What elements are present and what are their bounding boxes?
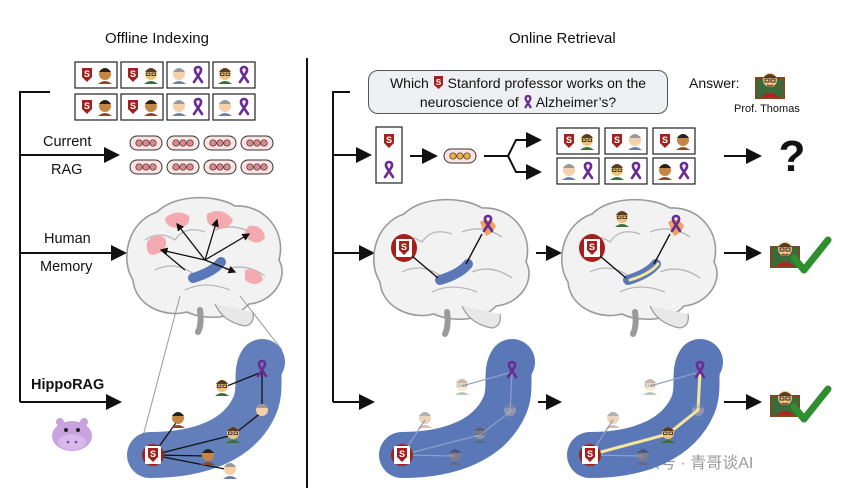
retrieved-passages xyxy=(556,127,696,185)
query-text-professor: Stanford professor works on the xyxy=(447,75,647,91)
answer-label: Answer: xyxy=(689,75,740,91)
right-flow-lines xyxy=(332,91,375,410)
stanford-logo-icon xyxy=(145,446,161,464)
question-mark-icon: ? xyxy=(779,132,806,181)
current-label: Current xyxy=(43,134,92,150)
rag-label: RAG xyxy=(51,162,83,178)
hipporag-label: HippoRAG xyxy=(31,377,105,393)
left-flow-lines xyxy=(19,91,127,410)
checkmark-icon xyxy=(790,236,832,274)
hippocampal-index xyxy=(567,339,723,478)
person-icon xyxy=(214,379,230,397)
memory-label: Memory xyxy=(40,259,93,275)
online-retrieval-title: Online Retrieval xyxy=(509,30,616,47)
query-text-neuro: neuroscience of xyxy=(419,94,519,110)
query-text-alzheimers: Alzheimer’s? xyxy=(535,94,617,110)
hippocampal-index xyxy=(379,339,535,478)
stanford-logo-icon xyxy=(79,66,95,84)
brain-icon xyxy=(374,200,529,334)
query-text-which: Which xyxy=(389,75,429,91)
person-icon xyxy=(171,412,185,428)
embedding-row xyxy=(129,135,274,151)
human-label: Human xyxy=(44,231,91,247)
query-box: Which S Stanford professor works on the … xyxy=(368,70,668,114)
embedding-vectors xyxy=(129,135,274,175)
brain-icon xyxy=(127,198,282,332)
section-divider xyxy=(306,58,308,488)
person-icon xyxy=(223,463,237,479)
zoom-line xyxy=(239,295,283,351)
answer-name: Prof. Thomas xyxy=(734,103,800,115)
brain-icon xyxy=(562,200,717,334)
hippo-mascot-icon xyxy=(52,418,92,451)
stanford-logo-icon xyxy=(79,98,95,116)
svg-text:S: S xyxy=(436,78,442,87)
stanford-logo-icon xyxy=(125,66,141,84)
stanford-logo-icon xyxy=(125,98,141,116)
embedding-row xyxy=(129,159,274,175)
stanford-logo-icon xyxy=(381,132,397,150)
checkmark-icon xyxy=(790,385,832,423)
professor-avatar-icon xyxy=(755,72,785,99)
fork-arrows xyxy=(484,132,542,180)
passage-grid xyxy=(74,61,256,121)
zoom-line xyxy=(141,295,181,441)
hippocampal-index xyxy=(127,339,285,479)
stanford-logo-icon: S xyxy=(433,75,444,90)
query-embedding xyxy=(443,148,477,164)
offline-indexing-title: Offline Indexing xyxy=(105,30,209,47)
purple-ribbon-icon xyxy=(523,94,533,109)
